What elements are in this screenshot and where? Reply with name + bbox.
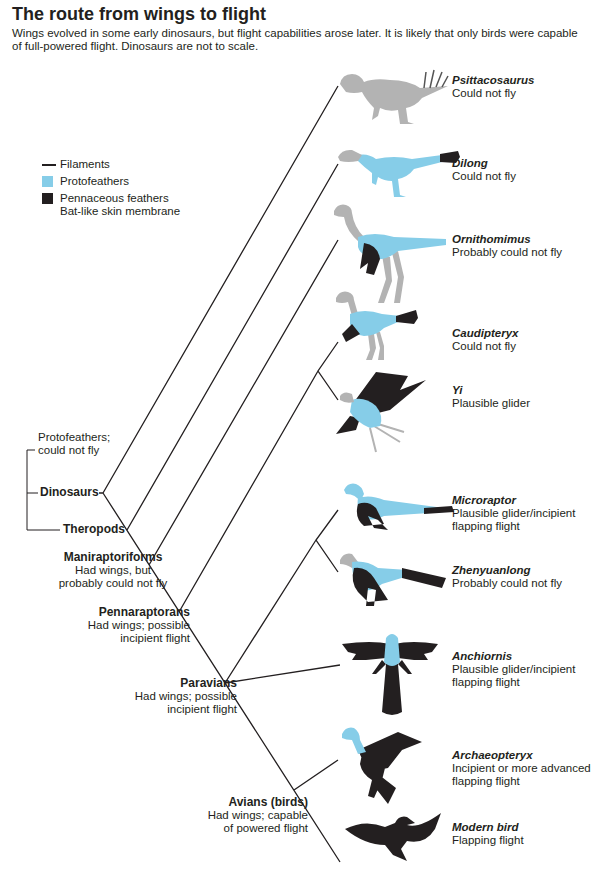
legend-swatch — [42, 193, 53, 204]
silhouette-part — [345, 813, 441, 861]
dinosaur-silhouette — [342, 728, 422, 804]
taxon-name: Anchiornis — [452, 650, 594, 663]
clade-note: Had wings; capable of powered flight — [203, 809, 308, 835]
taxon-note: Plausible glider/incipient flapping flig… — [452, 507, 594, 533]
dinosaur-silhouette — [340, 554, 446, 606]
silhouette-part — [357, 503, 454, 530]
taxon-note: Incipient or more advanced flapping flig… — [452, 762, 594, 788]
taxon-note: Plausible glider/incipient flapping flig… — [452, 663, 594, 689]
bird-silhouette — [345, 813, 441, 861]
legend-text: Protofeathers — [60, 175, 129, 188]
taxon-name: Caudipteryx — [452, 327, 594, 340]
taxon-note: Could not fly — [452, 170, 594, 183]
silhouette-part — [370, 424, 404, 452]
bracket-note: Protofeathers; could not fly — [38, 431, 118, 457]
legend-text: Filaments — [60, 158, 110, 171]
taxon-name: Archaeopteryx — [452, 749, 594, 762]
subtitle: Wings evolved in some early dinosaurs, b… — [12, 27, 590, 53]
taxon-name: Dilong — [452, 157, 594, 170]
legend-line — [42, 164, 56, 166]
legend-text: Pennaceous feathers — [60, 192, 169, 205]
dinosaur-silhouette — [336, 292, 418, 360]
silhouette-part — [350, 399, 381, 428]
silhouette-part — [424, 70, 448, 88]
taxon-name: Yi — [452, 384, 594, 397]
dinosaur-silhouette — [336, 372, 426, 452]
silhouette-part — [358, 155, 442, 198]
clade-name: Paravians — [117, 677, 237, 690]
taxon-note: Could not fly — [452, 340, 594, 353]
taxon-note: Flapping flight — [452, 834, 594, 847]
taxon-note: Probably could not fly — [452, 246, 594, 259]
dinosaur-silhouette — [334, 205, 446, 303]
dinosaur-silhouette — [342, 634, 438, 715]
taxon-note: Could not fly — [452, 87, 594, 100]
clade-name: Dinosaurs — [40, 486, 120, 499]
dinosaur-silhouette — [338, 150, 460, 197]
silhouette-part — [342, 728, 366, 754]
taxon-name: Modern bird — [452, 821, 594, 834]
taxon-name: Microraptor — [452, 494, 594, 507]
legend-item: Protofeathers — [42, 175, 262, 188]
legend-item: Filaments — [42, 158, 262, 171]
taxon-note: Plausible glider — [452, 397, 594, 410]
taxon-note: Probably could not fly — [452, 577, 594, 590]
clade-note: Had wings, but probably could not fly — [55, 564, 171, 590]
chart-title: The route from wings to flight — [12, 4, 587, 25]
clade-note: Had wings; possible incipient flight — [117, 690, 237, 716]
clade-note: Had wings; possible incipient flight — [70, 619, 190, 645]
legend-swatch — [42, 176, 53, 187]
clade-name: Avians (birds) — [178, 796, 308, 809]
silhouette-part — [342, 310, 418, 342]
clade-name: Theropods — [63, 523, 143, 536]
taxon-name: Psittacosaurus — [452, 74, 594, 87]
silhouette-part — [338, 150, 362, 162]
silhouette-part — [384, 634, 400, 666]
legend-note: Bat-like skin membrane — [60, 205, 260, 218]
dinosaur-silhouette — [340, 70, 448, 124]
silhouette-part — [353, 568, 446, 606]
clade-name: Maniraptoriforms — [42, 551, 184, 564]
silhouette-part — [358, 732, 422, 804]
dinosaur-silhouette — [344, 484, 454, 530]
silhouette-part — [360, 243, 380, 275]
taxon-name: Zhenyuanlong — [452, 564, 594, 577]
legend-item: Pennaceous feathers — [42, 192, 262, 205]
silhouette-part — [340, 392, 354, 402]
taxon-name: Ornithomimus — [452, 233, 594, 246]
clade-name: Pennaraptorans — [60, 606, 190, 619]
